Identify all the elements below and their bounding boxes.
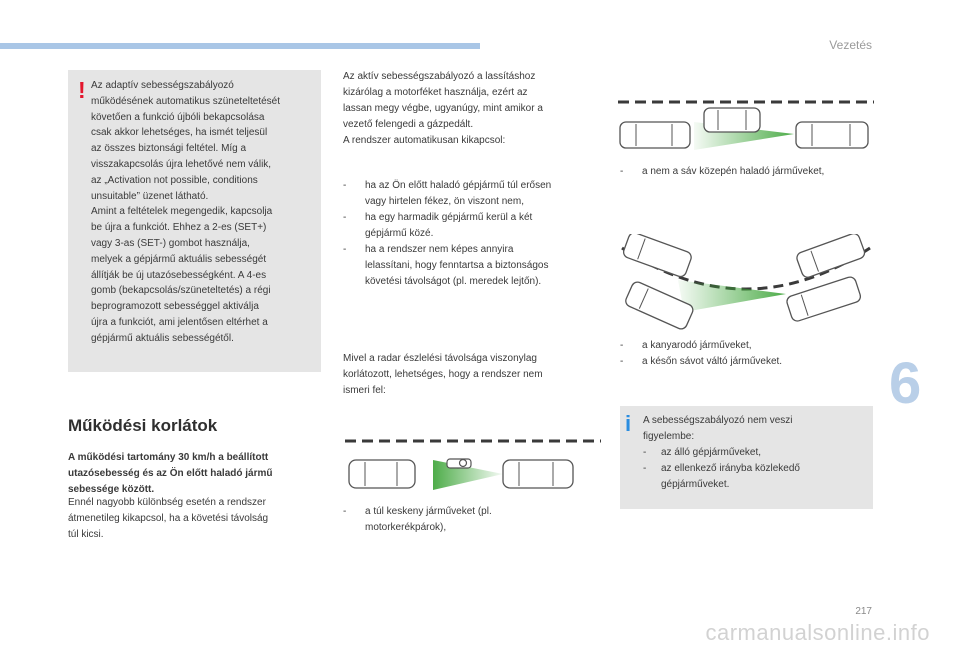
own-vehicle-icon	[795, 121, 869, 149]
info-icon: i	[625, 411, 632, 436]
radar-beam	[678, 280, 786, 312]
lane-offset-list: a nem a sáv közepén haladó járműveket,	[620, 164, 880, 180]
engine-brake-text: Az aktív sebességszabályozó a lassításho…	[343, 71, 543, 146]
list-item: ha az Ön előtt haladó gépjármű túl erőse…	[343, 178, 598, 210]
turning-vehicle-icon	[622, 234, 692, 278]
page-number: 217	[855, 606, 872, 617]
operating-range-text: A működési tartomány 30 km/h a beállítot…	[68, 452, 273, 495]
list-item: a kanyarodó járműveket,	[620, 338, 880, 354]
offset-vehicle-icon	[703, 107, 761, 133]
lane-change-vehicle-icon	[625, 281, 694, 330]
motorcycle-icon	[446, 458, 472, 469]
curve-lane-change-list: a kanyarodó járműveket, a későn sávot vá…	[620, 338, 880, 370]
header-accent-bar	[0, 43, 480, 49]
front-vehicle-icon	[348, 459, 416, 489]
front-vehicle-icon	[619, 121, 691, 149]
list-item: ha a rendszer nem képes annyiralelassíta…	[343, 242, 598, 290]
warning-icon: !	[78, 77, 86, 103]
own-vehicle-icon	[786, 276, 862, 322]
list-item: a későn sávot váltó járműveket.	[620, 354, 880, 370]
watermark-text: carmanualsonline.info	[705, 620, 930, 645]
list-item: az álló gépjárműveket,	[643, 445, 863, 461]
list-item: az ellenkező irányba közlekedőgépjárműve…	[643, 461, 863, 493]
narrow-vehicle-illustration	[345, 439, 601, 490]
lane-offset-illustration	[618, 100, 874, 150]
section-heading: Működési korlátok	[68, 416, 218, 435]
limits-body-text: Ennél nagyobb különbség esetén a rendsze…	[68, 497, 269, 540]
radar-range-text: Mivel a radar észlelési távolsága viszon…	[343, 353, 543, 396]
warning-box	[68, 70, 321, 372]
oncoming-vehicle-icon	[796, 234, 866, 278]
own-vehicle-icon	[502, 459, 574, 489]
list-item: a túl keskeny járműveket (pl.motorkerékp…	[343, 504, 598, 536]
list-item: ha egy harmadik gépjármű kerül a kétgépj…	[343, 210, 598, 242]
list-item: a nem a sáv közepén haladó járműveket,	[620, 164, 880, 180]
auto-deactivation-list: ha az Ön előtt haladó gépjármű túl erőse…	[343, 178, 598, 290]
curve-illustration	[621, 234, 871, 330]
info-text: A sebességszabályozó nem veszi figyelemb…	[643, 413, 863, 493]
section-title: Vezetés	[829, 38, 872, 52]
chapter-number: 6	[889, 351, 922, 416]
info-list: az álló gépjárműveket, az ellenkező irán…	[643, 445, 863, 493]
warning-text: Az adaptív sebességszabályozó működéséne…	[91, 80, 280, 344]
narrow-vehicle-list: a túl keskeny járműveket (pl.motorkerékp…	[343, 504, 598, 536]
